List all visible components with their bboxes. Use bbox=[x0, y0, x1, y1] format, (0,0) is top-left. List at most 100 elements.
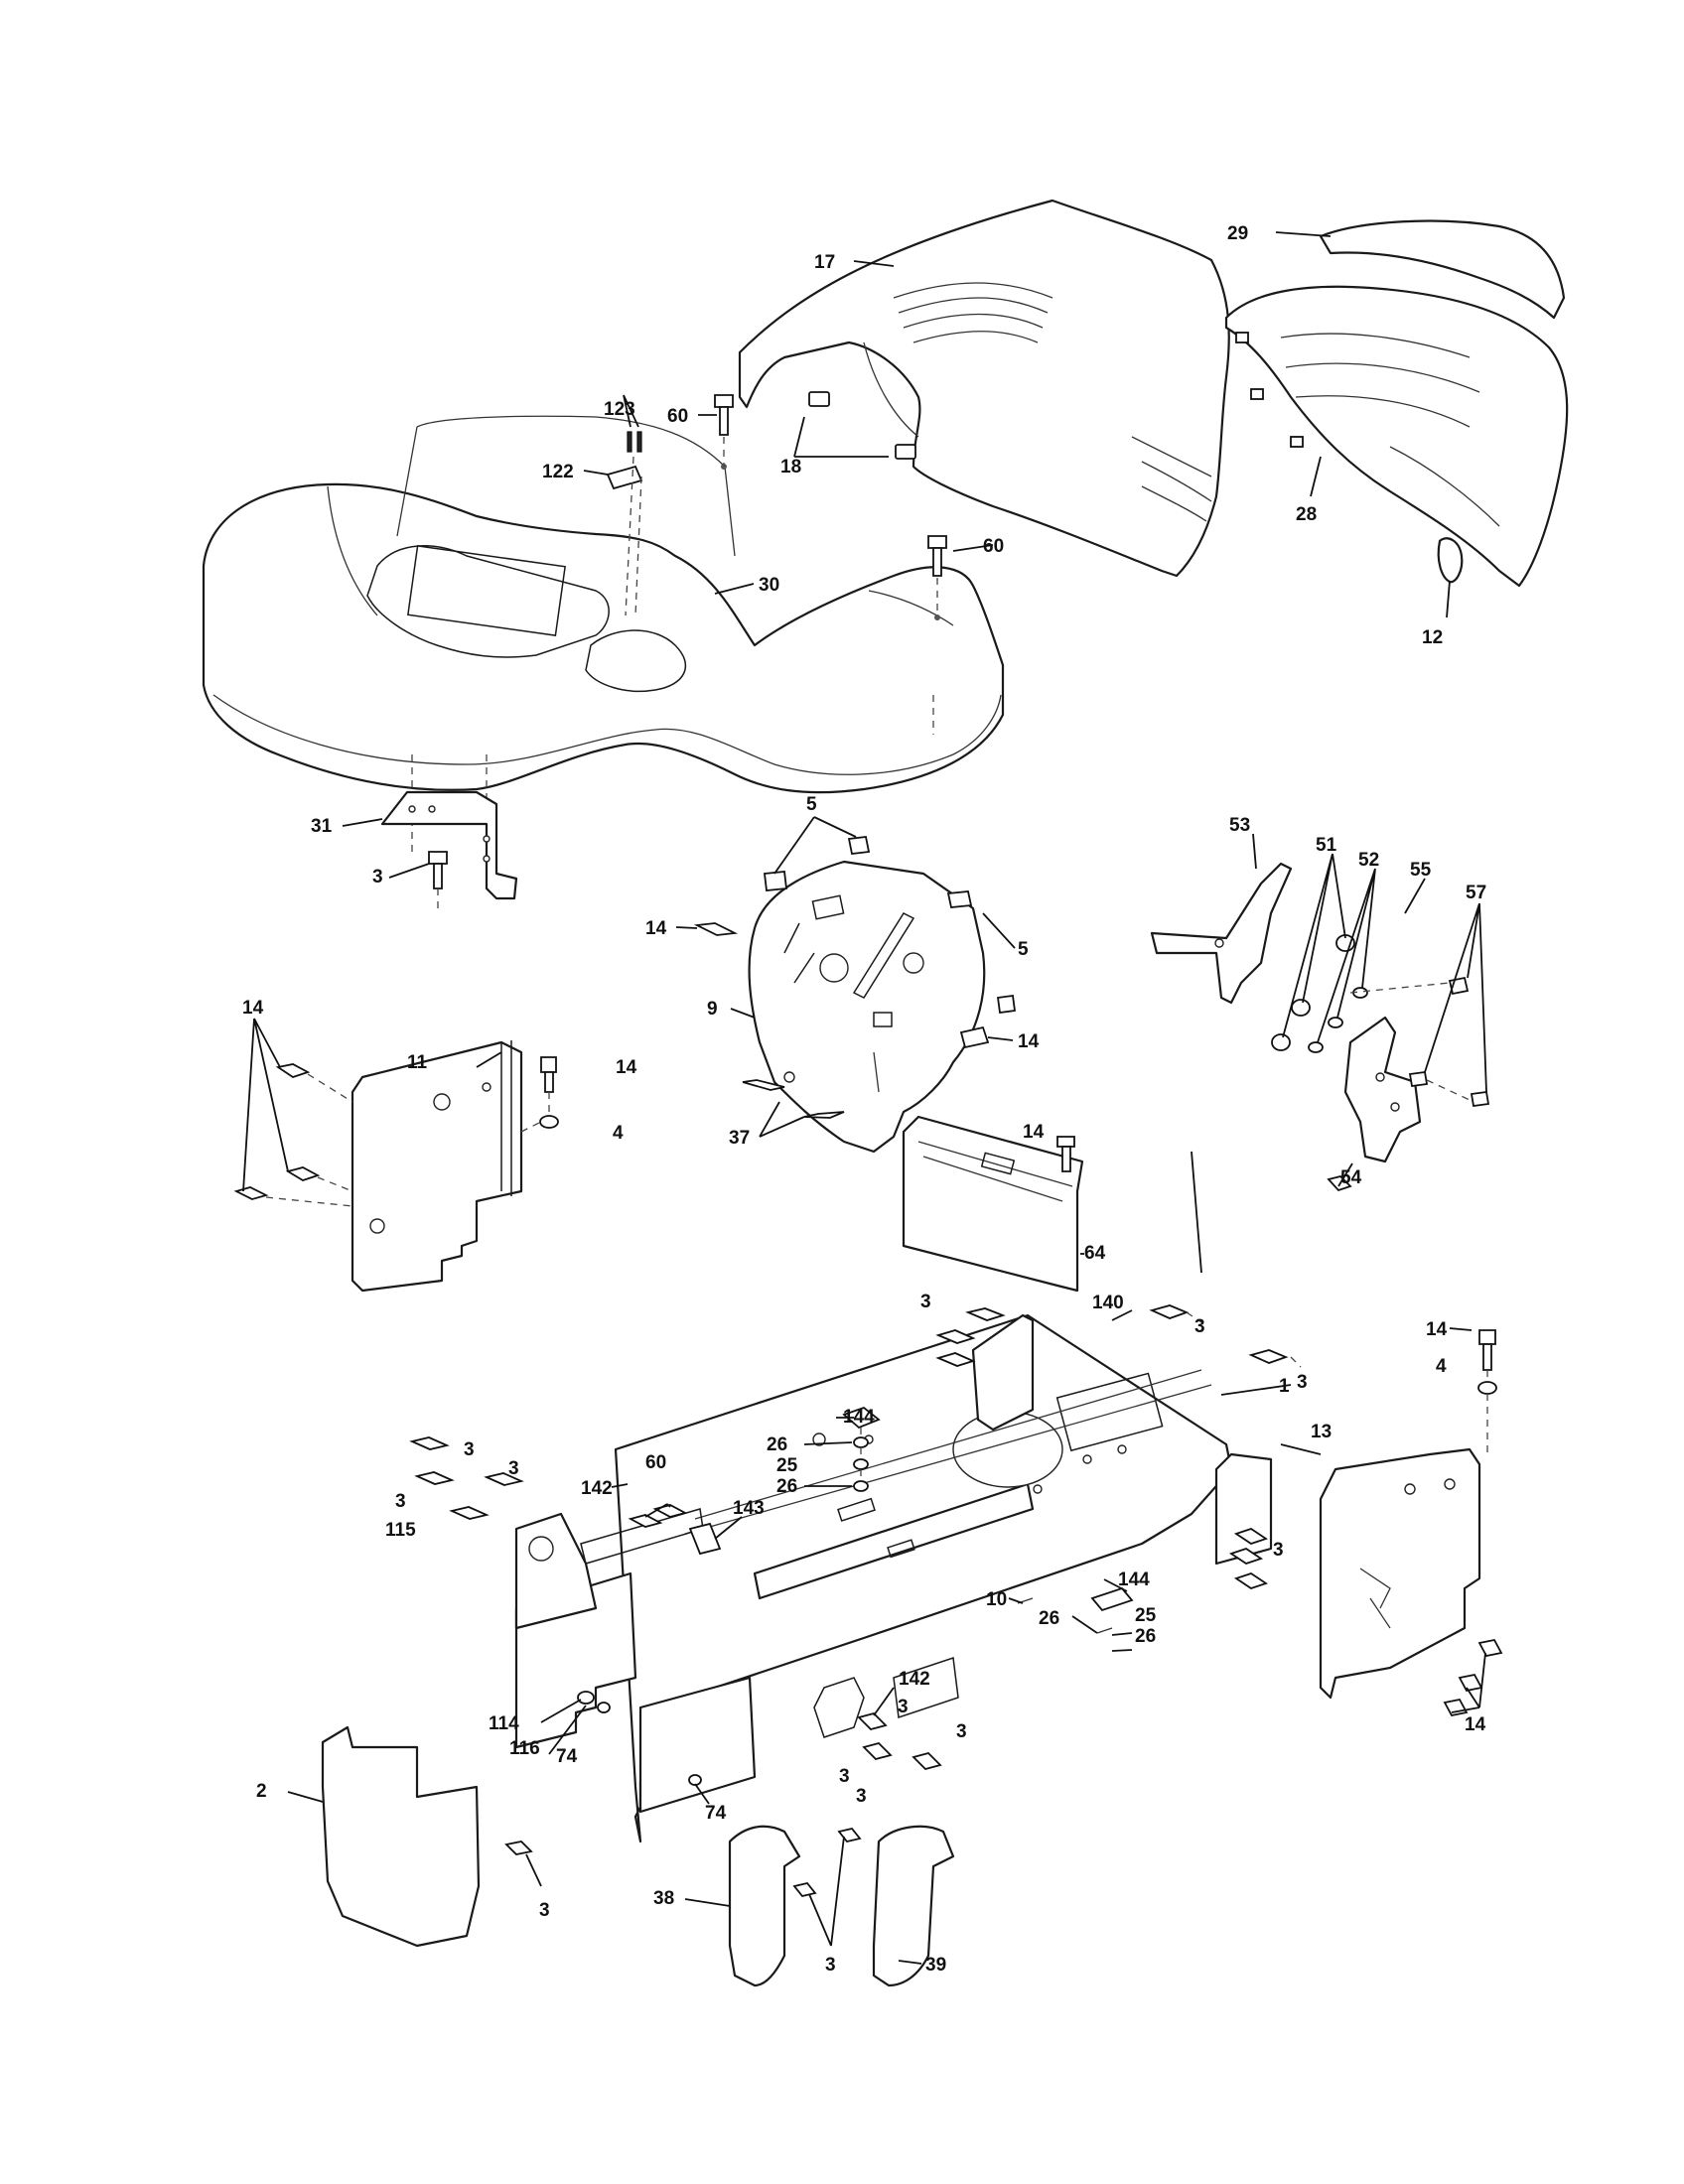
callout-53: 53 bbox=[1229, 815, 1250, 836]
screw-123 bbox=[627, 431, 632, 453]
bolt-3 bbox=[792, 1881, 817, 1898]
rear-hardware bbox=[409, 1406, 1269, 1786]
leader-lines bbox=[242, 231, 1487, 1965]
washer-26 bbox=[853, 1436, 869, 1448]
callout-5: 5 bbox=[806, 794, 817, 815]
callout-25: 25 bbox=[1135, 1605, 1157, 1626]
bolt-14 bbox=[693, 922, 739, 936]
callout-28: 28 bbox=[1296, 504, 1317, 525]
bolt-60-head bbox=[714, 394, 734, 408]
callout-3: 3 bbox=[956, 1721, 967, 1742]
bolt-14 bbox=[1478, 1329, 1496, 1345]
bracket-143 bbox=[688, 1522, 722, 1556]
callout-38: 38 bbox=[653, 1888, 674, 1909]
bolt-3 bbox=[484, 1472, 524, 1486]
callout-140: 140 bbox=[1092, 1293, 1124, 1313]
callout-14: 14 bbox=[1018, 1031, 1040, 1052]
callout-60: 60 bbox=[645, 1452, 666, 1473]
callout-52: 52 bbox=[1358, 850, 1379, 871]
callout-144: 144 bbox=[843, 1407, 875, 1428]
bolt-3 bbox=[428, 851, 448, 865]
callout-3: 3 bbox=[1273, 1540, 1284, 1561]
bracket-144 bbox=[842, 1406, 881, 1430]
screw-37 bbox=[742, 1079, 785, 1091]
bracket-122 bbox=[606, 465, 643, 490]
washer-4 bbox=[1477, 1381, 1497, 1395]
hood-pad-left bbox=[808, 391, 830, 407]
callout-14: 14 bbox=[616, 1057, 637, 1078]
callout-3: 3 bbox=[539, 1900, 550, 1921]
bolt-3 bbox=[414, 1471, 455, 1485]
bushing-74 bbox=[688, 1774, 702, 1786]
bolt-14 bbox=[233, 1186, 269, 1200]
callout-142: 142 bbox=[581, 1478, 613, 1499]
callout-57: 57 bbox=[1466, 883, 1486, 903]
bolt-3 bbox=[409, 1436, 450, 1450]
washer-26 bbox=[853, 1480, 869, 1492]
bolt-3 bbox=[1233, 1572, 1269, 1589]
bolt-14 bbox=[1443, 1698, 1469, 1717]
callout-3: 3 bbox=[1194, 1316, 1205, 1337]
callout-14: 14 bbox=[645, 918, 667, 939]
callout-1: 1 bbox=[1279, 1376, 1290, 1397]
upper-hardware bbox=[411, 394, 947, 854]
callout-14: 14 bbox=[1023, 1122, 1045, 1143]
lens bbox=[1437, 537, 1464, 584]
bushing-74 bbox=[597, 1702, 611, 1713]
callout-51: 51 bbox=[1316, 835, 1337, 856]
hood bbox=[738, 199, 1230, 578]
channel-64 bbox=[902, 1115, 1084, 1293]
bolt-3 bbox=[862, 1741, 893, 1761]
bolt-3 bbox=[1248, 1349, 1289, 1364]
washer-4 bbox=[539, 1115, 559, 1129]
callout-3: 3 bbox=[1297, 1372, 1308, 1393]
callout-55: 55 bbox=[1410, 860, 1432, 881]
callout-3: 3 bbox=[839, 1766, 850, 1787]
bolt-3 bbox=[504, 1841, 533, 1855]
callout-4: 4 bbox=[1436, 1356, 1447, 1377]
callout-2: 2 bbox=[256, 1781, 267, 1802]
bolt-57 bbox=[1470, 1090, 1490, 1108]
nut-51 bbox=[1271, 1033, 1291, 1051]
nut-5 bbox=[996, 994, 1017, 1015]
callout-4: 4 bbox=[613, 1123, 624, 1144]
left-frame-rail bbox=[514, 1512, 959, 1814]
callout-12: 12 bbox=[1422, 627, 1443, 648]
callout-29: 29 bbox=[1227, 223, 1248, 244]
callout-3: 3 bbox=[825, 1955, 836, 1976]
grille-tab bbox=[1235, 332, 1249, 343]
callout-31: 31 bbox=[311, 816, 333, 837]
bolt-60-shank bbox=[719, 406, 729, 436]
callout-3: 3 bbox=[372, 867, 383, 887]
callout-30: 30 bbox=[759, 575, 779, 596]
bolt-57 bbox=[1408, 1070, 1429, 1088]
callout-39: 39 bbox=[925, 1955, 946, 1976]
bushing-116 bbox=[577, 1691, 595, 1705]
callout-74: 74 bbox=[705, 1803, 727, 1824]
dash-panel bbox=[693, 836, 1017, 1154]
callout-14: 14 bbox=[1426, 1319, 1448, 1340]
bolt-14 bbox=[1477, 1638, 1503, 1658]
callout-114: 114 bbox=[489, 1713, 519, 1734]
bracket-39 bbox=[792, 1825, 955, 1987]
bolt-3 bbox=[1228, 1548, 1264, 1565]
washer-25 bbox=[853, 1458, 869, 1470]
bolt-14 bbox=[285, 1166, 321, 1181]
callout-18: 18 bbox=[780, 457, 801, 478]
nut-5 bbox=[946, 890, 973, 908]
callout-142: 142 bbox=[899, 1669, 930, 1690]
bolt-3 bbox=[935, 1329, 976, 1344]
bolt-3 bbox=[935, 1352, 976, 1367]
callout-143: 143 bbox=[733, 1498, 765, 1519]
washer-52 bbox=[1308, 1041, 1324, 1053]
grille-trim bbox=[1319, 219, 1566, 320]
callout-60: 60 bbox=[983, 536, 1004, 557]
callout-123: 123 bbox=[604, 399, 635, 420]
bolt-60-head bbox=[927, 535, 947, 549]
side-panel-left bbox=[233, 1040, 559, 1293]
callout-3: 3 bbox=[464, 1439, 475, 1460]
callout-3: 3 bbox=[856, 1786, 867, 1807]
lift-bracket bbox=[1271, 934, 1490, 1192]
fender bbox=[202, 415, 1005, 794]
